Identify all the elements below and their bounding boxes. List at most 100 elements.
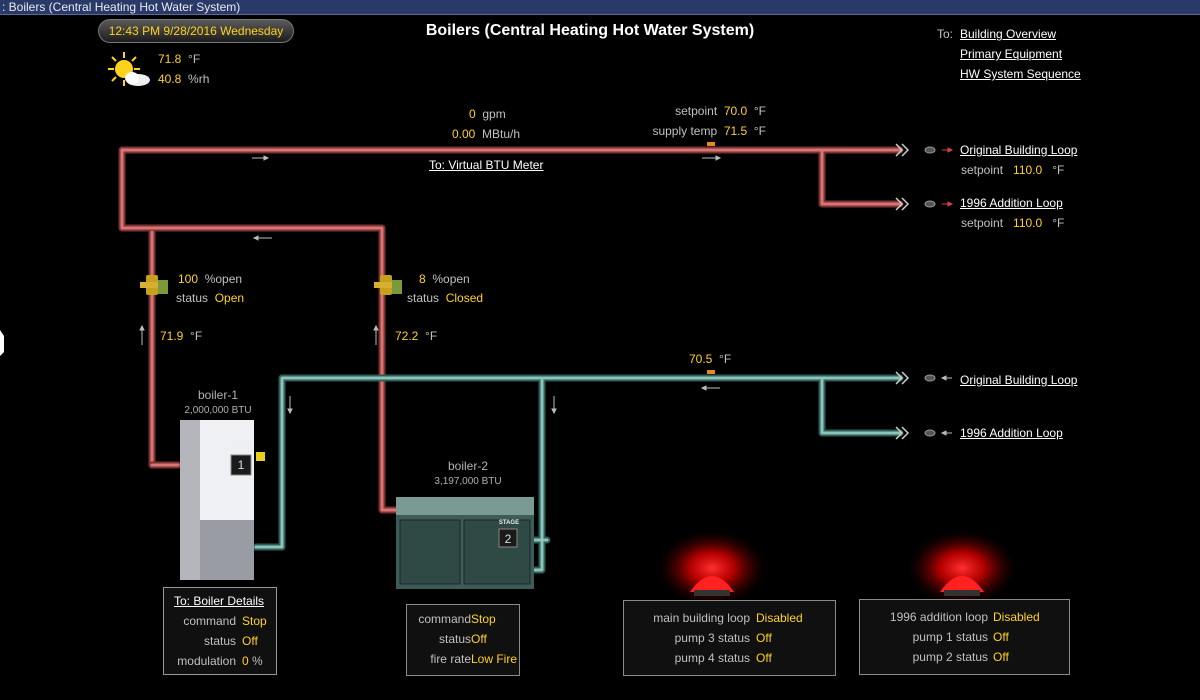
modulation-value: 0 (242, 654, 249, 668)
link-return-1996-addition-loop[interactable]: 1996 Addition Loop (960, 426, 1063, 440)
window-title-bar: : Boilers (Central Heating Hot Water Sys… (0, 0, 1200, 15)
boiler-1-graphic (180, 420, 265, 580)
status-label: status (203, 634, 236, 648)
supply-loop-2-setpoint: setpoint 110.0 °F (961, 216, 1064, 230)
boiler-2-temp-unit: °F (425, 329, 438, 343)
boiler-1-return-temp: 71.9 °F (160, 329, 202, 343)
boiler-2-stage: 2 (504, 532, 512, 546)
valve-1-open-value: 100 (178, 272, 199, 286)
energy-reading: 0.00 MBtu/h (452, 127, 520, 141)
flow-value: 0 (469, 107, 476, 121)
outdoor-temp-value: 71.8 (158, 52, 182, 66)
link-primary-equipment[interactable]: Primary Equipment (960, 47, 1063, 61)
status-value: Off (242, 634, 258, 648)
page-title: Boilers (Central Heating Hot Water Syste… (425, 22, 755, 39)
boiler-2-panel: command Stop status Off fire rate Low Fi… (406, 604, 520, 676)
status-label: status (438, 632, 471, 646)
valve-1-open: 100 %open (178, 272, 242, 286)
boiler-1-stage: 1 (237, 458, 245, 472)
outdoor-rh-value: 40.8 (158, 72, 182, 86)
valve-2-open: 8 %open (419, 272, 470, 286)
link-virtual-btu-meter[interactable]: To: Virtual BTU Meter (429, 158, 544, 172)
supply-temp-label: supply temp (652, 124, 718, 138)
modulation-reading: 0 % (242, 654, 263, 668)
valve-1-status: status Open (176, 291, 244, 305)
loop-label: 1996 addition loop (889, 610, 988, 624)
loop-value: Disabled (756, 611, 803, 625)
alarm-beacon-2-icon (907, 530, 1017, 606)
valve-2-icon (374, 275, 402, 295)
flow-reading: 0 gpm (469, 107, 506, 121)
valve-1-status-label: status (176, 291, 209, 305)
partly-sunny-icon (106, 50, 152, 90)
modulation-unit: % (252, 654, 263, 668)
pump-3-label: pump 3 status (674, 631, 750, 645)
modulation-label: modulation (177, 654, 236, 668)
pipe-end-caps (924, 146, 936, 437)
header-setpoint-label: setpoint (675, 104, 718, 118)
setpoint-value: 110.0 (1013, 216, 1043, 230)
pump-4-value: Off (756, 651, 772, 665)
temp-sensors (707, 142, 715, 374)
pump-1-label: pump 1 status (912, 630, 988, 644)
boiler-1-capacity: 2,000,000 BTU (184, 405, 252, 416)
boiler-1-name: boiler-1 (197, 388, 239, 402)
pump-panel-1996-addition: 1996 addition loop Disabled pump 1 statu… (859, 599, 1070, 675)
setpoint-label: setpoint (961, 216, 1004, 230)
boiler-2-stage-label: STAGE (498, 520, 520, 526)
pump-3-value: Off (756, 631, 772, 645)
boiler-2-return-temp: 72.2 °F (395, 329, 437, 343)
nav-prefix: To: (937, 27, 954, 41)
command-label: command (183, 614, 236, 628)
pump-4-label: pump 4 status (674, 651, 750, 665)
pump-1-value: Off (993, 630, 1009, 644)
link-supply-original-building-loop[interactable]: Original Building Loop (960, 143, 1078, 157)
boiler-2-capacity: 3,197,000 BTU (434, 476, 502, 487)
supply-temp-value: 71.5 (723, 124, 748, 138)
fire-rate-value: Low Fire (471, 652, 518, 666)
header-setpoint-value: 70.0 (723, 104, 748, 118)
loop-arrows (942, 147, 954, 207)
command-value: Stop (471, 612, 496, 626)
outdoor-rh-unit: %rh (188, 72, 210, 86)
supply-temp-unit: °F (753, 124, 766, 138)
boiler-2-graphic (396, 497, 534, 589)
link-hw-system-sequence[interactable]: HW System Sequence (960, 67, 1081, 81)
supply-pipes (118, 146, 904, 514)
valve-2-status-label: status (407, 291, 440, 305)
valve-1-open-unit: %open (204, 272, 243, 286)
boiler-1-stage-label: STAGE (231, 446, 253, 452)
link-supply-1996-addition-loop[interactable]: 1996 Addition Loop (960, 196, 1063, 210)
pump-2-value: Off (993, 650, 1009, 664)
return-temp-value: 70.5 (689, 352, 713, 366)
loop-label: main building loop (653, 611, 750, 625)
energy-value: 0.00 (452, 127, 476, 141)
edge-marker (0, 330, 4, 356)
flow-unit: gpm (482, 107, 506, 121)
outdoor-temp-unit: °F (188, 52, 201, 66)
flow-arrows (139, 155, 722, 415)
valve-1-icon (140, 275, 168, 295)
valve-2-open-value: 8 (419, 272, 426, 286)
link-return-original-building-loop[interactable]: Original Building Loop (960, 373, 1078, 387)
link-boiler-details[interactable]: To: Boiler Details (174, 594, 265, 608)
supply-loop-1-setpoint: setpoint 110.0 °F (961, 163, 1064, 177)
command-label: command (418, 612, 471, 626)
boiler-2-temp-value: 72.2 (395, 329, 419, 343)
pipe-break-marks (895, 143, 910, 440)
pump-2-label: pump 2 status (912, 650, 988, 664)
setpoint-unit: °F (1052, 163, 1065, 177)
valve-2-open-unit: %open (432, 272, 470, 286)
loop-value: Disabled (993, 610, 1040, 624)
return-pipes (252, 374, 904, 574)
pump-panel-main-building: main building loop Disabled pump 3 statu… (623, 600, 836, 676)
boiler-1-temp-value: 71.9 (160, 329, 184, 343)
link-building-overview[interactable]: Building Overview (960, 27, 1057, 41)
boiler-1-panel: To: Boiler Details command Stop status O… (163, 587, 277, 675)
valve-2-status-value: Closed (445, 291, 484, 305)
return-temp: 70.5 °F (689, 352, 731, 366)
return-temp-unit: °F (719, 352, 732, 366)
supply-temp: supply temp 71.5 °F (600, 124, 766, 138)
outdoor-temp: 71.8 °F (158, 52, 200, 66)
